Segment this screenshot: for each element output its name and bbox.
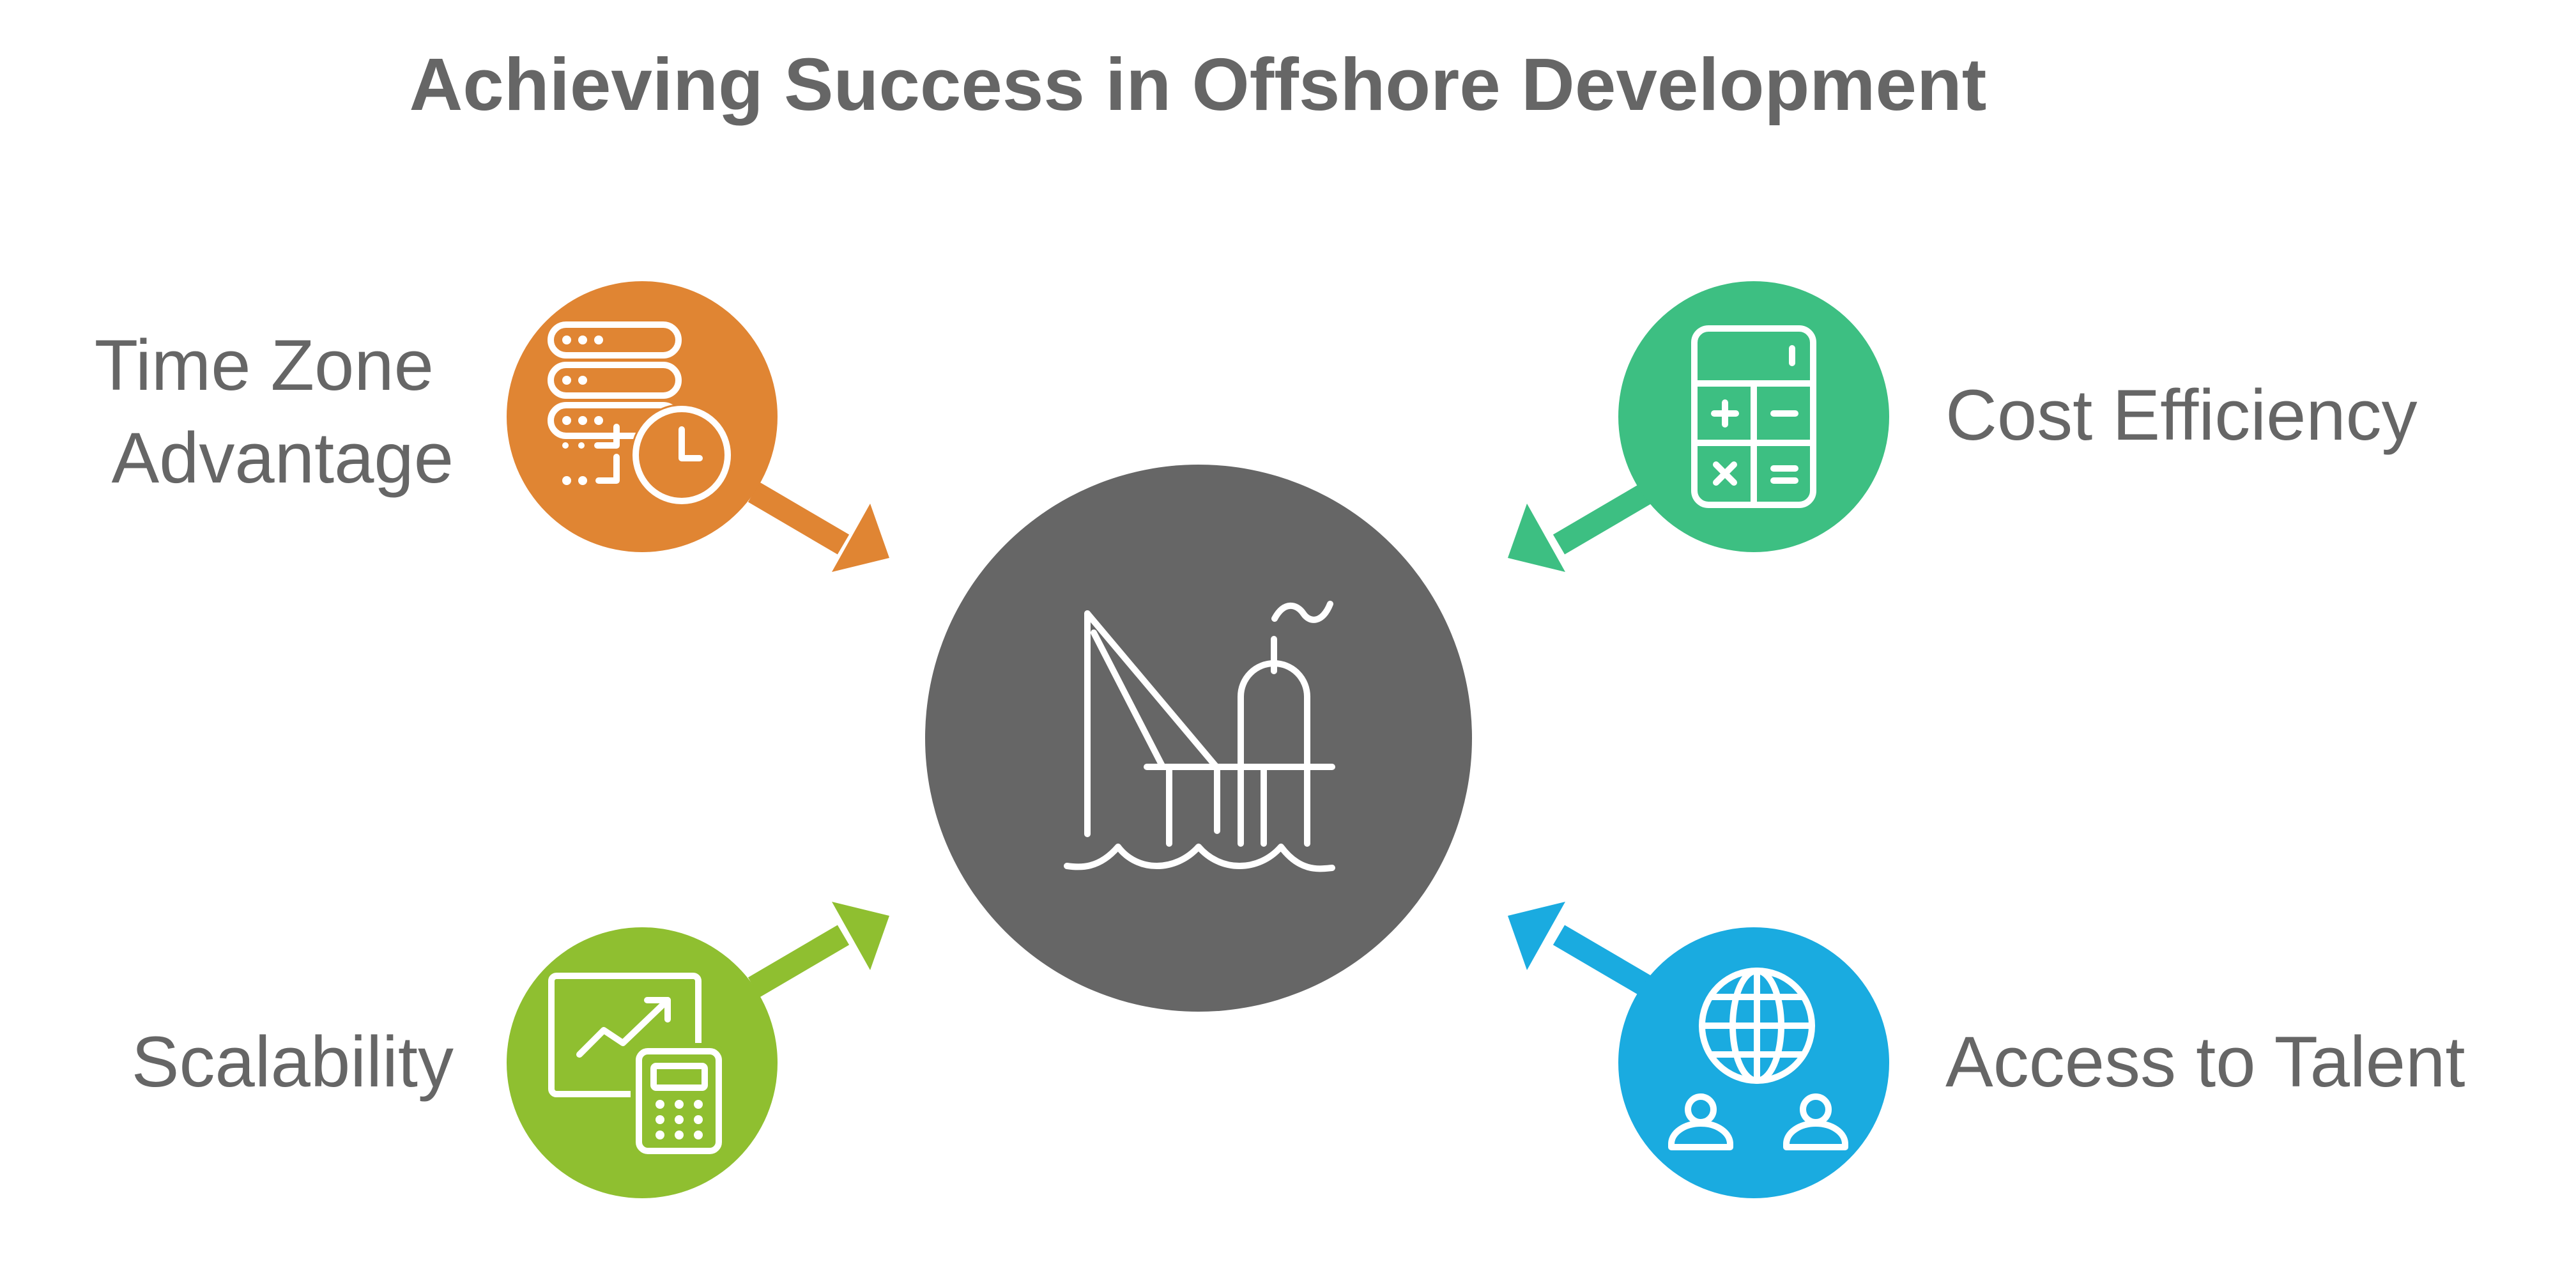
growth-chart-calculator-icon <box>548 973 724 1158</box>
globe-people-icon <box>1668 968 1848 1150</box>
time-zone-label: Time Zone Advantage <box>95 325 454 498</box>
connector-time-zone <box>747 482 889 572</box>
access-to-talent-label: Access to Talent <box>1945 1022 2465 1102</box>
center-circle <box>925 465 1472 1012</box>
server-clock-icon <box>548 321 733 506</box>
offshore-platform-icon <box>1064 601 1335 872</box>
time-zone-label-line2: Advantage <box>111 418 454 498</box>
cost-efficiency-label: Cost Efficiency <box>1945 375 2418 455</box>
connector-cost-efficiency <box>1508 482 1655 572</box>
scalability-label: Scalability <box>132 1022 454 1102</box>
diagram-title: Achieving Success in Offshore Developmen… <box>410 43 1987 126</box>
connector-scalability <box>747 902 889 998</box>
connector-access-to-talent <box>1508 902 1655 998</box>
calculator-icon <box>1691 325 1816 508</box>
time-zone-label-line1: Time Zone <box>95 325 434 405</box>
